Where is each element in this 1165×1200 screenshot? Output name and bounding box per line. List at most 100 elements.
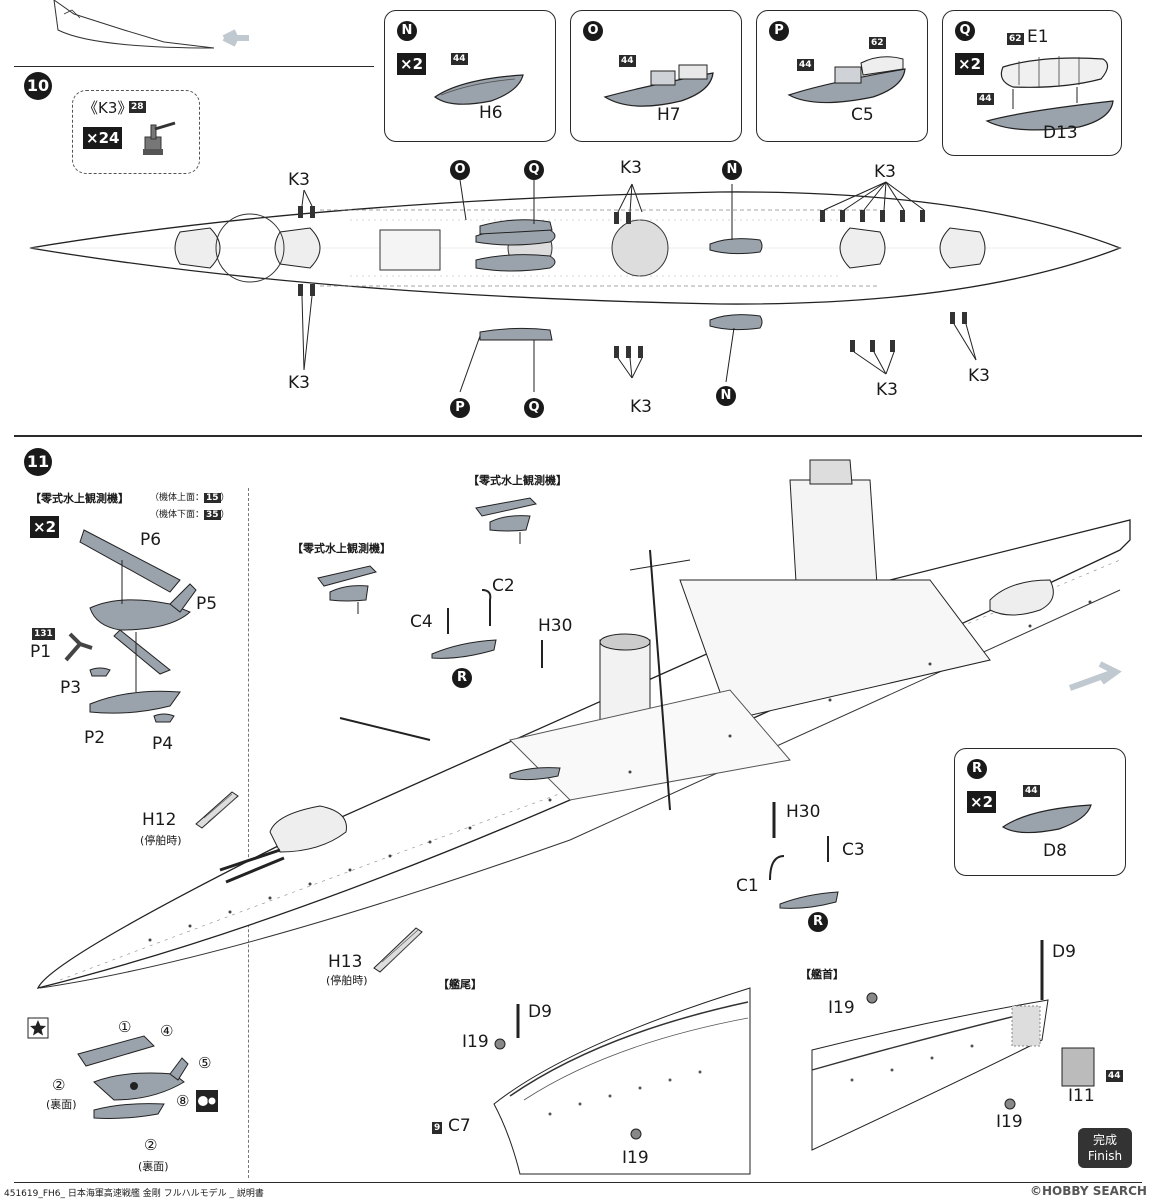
part-label-h30b: H30	[786, 802, 821, 822]
ship-perspective-drawing	[36, 459, 1131, 989]
part-label-p3: P3	[60, 678, 82, 698]
callout-k3: K3	[288, 170, 310, 190]
callout-k3: K3	[876, 380, 898, 400]
divider	[14, 1182, 1142, 1183]
marking-2b-note: (裏面)	[138, 1160, 169, 1173]
sprue-number: 44	[977, 93, 994, 105]
star-marker-icon	[27, 1017, 49, 1039]
part-label-c4: C4	[410, 612, 433, 632]
marking-2b: ②	[144, 1136, 158, 1154]
callout-r: R	[452, 668, 472, 688]
part-letter-q: Q	[955, 21, 975, 41]
part-label-h6: H6	[479, 103, 503, 123]
marking-8: ⑧	[176, 1092, 190, 1110]
boat-r-upper-drawing	[431, 589, 543, 668]
sprue-number: 44	[1106, 1070, 1123, 1082]
quantity-badge: ×2	[397, 53, 427, 75]
marking-2-note: (裏面)	[46, 1098, 77, 1111]
callout-k3: K3	[630, 397, 652, 417]
part-label-d13: D13	[1043, 123, 1078, 143]
h13-note: (停舶時)	[326, 974, 368, 987]
stern-title: 【艦尾】	[438, 978, 482, 991]
callout-o: O	[450, 160, 470, 180]
hinomaru-decal-icon	[196, 1090, 218, 1112]
plane-label-b: 【零式水上観測機】	[292, 542, 391, 555]
step-number: 11	[24, 448, 52, 476]
finish-en: Finish	[1087, 1149, 1123, 1163]
k3-part-box: 《K3》 28 ×24	[72, 90, 200, 174]
part-label-p1: P1	[30, 642, 52, 662]
footer-code: 451619_FH6_ 日本海軍高速戦艦 金剛 フルハルモデル _ 説明書	[4, 1189, 264, 1199]
sprue-number: 44	[797, 59, 814, 71]
part-label-e1: E1	[1027, 27, 1049, 47]
callout-r: R	[808, 912, 828, 932]
boat-d13-drawing	[985, 56, 1114, 131]
sprue-number: 44	[619, 55, 636, 67]
sprue-number: 131	[32, 628, 55, 640]
part-letter-n: N	[397, 21, 417, 41]
finish-jp: 完成	[1092, 1133, 1117, 1147]
callout-n: N	[722, 160, 742, 180]
callout-k3: K3	[874, 162, 896, 182]
callout-k3: K3	[968, 366, 990, 386]
part-label-d8: D8	[1043, 841, 1067, 861]
quantity-badge: ×2	[967, 791, 997, 813]
plane-drawing-a	[475, 497, 537, 544]
previous-step-fragment	[14, 0, 374, 66]
hull-bow-fragment	[53, 0, 249, 49]
bow-part-i11: I11	[1068, 1086, 1095, 1106]
bow-title: 【艦首】	[800, 968, 844, 981]
callout-n: N	[716, 386, 736, 406]
stern-part-i19b: I19	[622, 1148, 649, 1168]
callout-k3: K3	[620, 158, 642, 178]
panel-p: P 44 62 C5	[756, 10, 928, 142]
h12-note: (停舶時)	[140, 834, 182, 847]
part-label-h13: H13	[328, 952, 363, 972]
sprue-number: 62	[1007, 33, 1024, 45]
boat-d8-drawing	[1001, 804, 1092, 834]
finish-badge: 完成 Finish	[1078, 1128, 1132, 1168]
sprue-number: 44	[451, 53, 468, 65]
ship-top-view-drawing	[29, 179, 1122, 393]
step-number: 10	[24, 72, 52, 100]
quantity-badge: ×2	[955, 53, 985, 75]
marking-2: ②	[52, 1076, 66, 1094]
callout-q: Q	[524, 160, 544, 180]
plane-note-lower: （機体下面：35）	[150, 510, 230, 520]
part-label-p5: P5	[196, 594, 218, 614]
plane-exploded-drawing	[64, 529, 197, 723]
k3-gun-icon	[143, 121, 176, 155]
callout-k3: K3	[288, 373, 310, 393]
sprue-number: 44	[1023, 785, 1040, 797]
bow-detail-drawing	[811, 940, 1095, 1151]
sprue-number: 62	[869, 37, 886, 49]
part-label-p2: P2	[84, 728, 106, 748]
part-label-c5: C5	[851, 105, 874, 125]
part-letter-p: P	[769, 21, 789, 41]
stern-part-c7: C7	[448, 1116, 471, 1136]
sprue-number: 9	[432, 1122, 443, 1134]
stern-part-d9: D9	[528, 1002, 552, 1022]
divider	[14, 66, 374, 67]
plane-note-upper: （機体上面：15）	[150, 493, 230, 503]
part-label-c1: C1	[736, 876, 759, 896]
plane-label-a: 【零式水上観測機】	[468, 474, 567, 487]
footer-watermark: ©HOBBY SEARCH	[1030, 1184, 1147, 1198]
callout-q: Q	[524, 398, 544, 418]
panel-n: N ×2 44 H6	[384, 10, 556, 142]
panel-o: O 44 H7	[570, 10, 742, 142]
boat-r-lower-drawing	[769, 802, 839, 909]
part-label-p4: P4	[152, 734, 174, 754]
stern-detail-drawing	[493, 987, 751, 1175]
marking-1: ①	[118, 1018, 132, 1036]
boat-h7-drawing	[603, 64, 714, 107]
part-letter-o: O	[583, 21, 603, 41]
boat-h6-drawing	[433, 74, 524, 105]
part-label-h12: H12	[142, 810, 177, 830]
divider	[14, 435, 1142, 437]
panel-r: R ×2 44 D8	[954, 748, 1126, 876]
part-label-p6: P6	[140, 530, 162, 550]
bow-part-d9: D9	[1052, 942, 1076, 962]
part-label-h7: H7	[657, 105, 681, 125]
part-label-c3: C3	[842, 840, 865, 860]
